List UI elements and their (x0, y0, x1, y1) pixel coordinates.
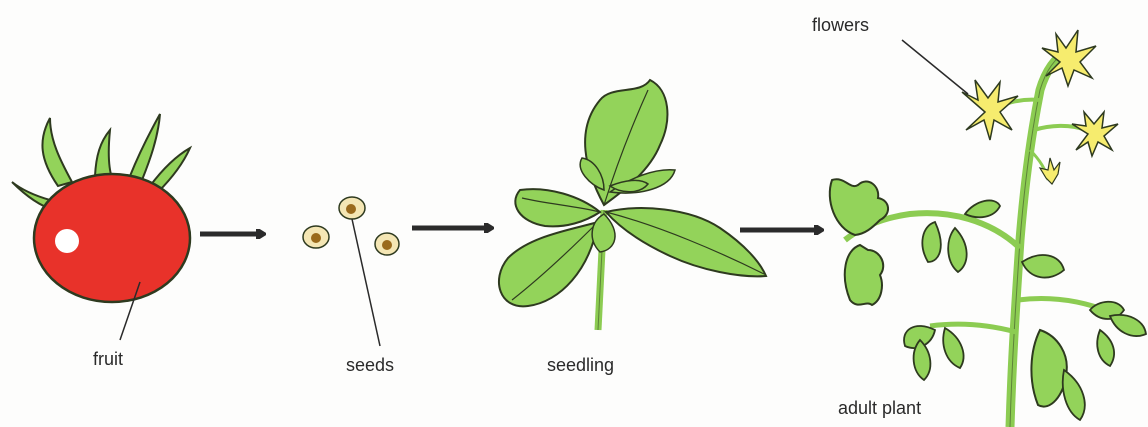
adult-plant (830, 30, 1146, 427)
tomato-fruit (12, 114, 190, 340)
seeds-label: seeds (346, 356, 394, 374)
seeds (303, 197, 399, 346)
seedling-label: seedling (547, 356, 614, 374)
seedling (499, 80, 766, 330)
adult-plant-label: adult plant (838, 399, 921, 417)
flowers-label: flowers (812, 16, 869, 34)
fruit-label: fruit (93, 350, 123, 368)
